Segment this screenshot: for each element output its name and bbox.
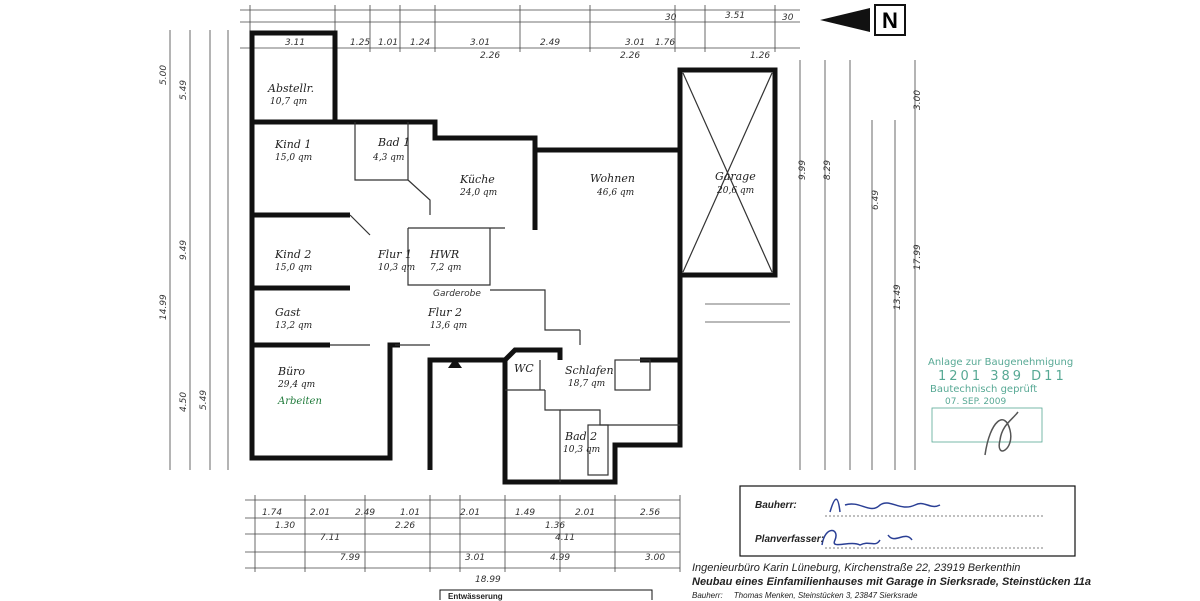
hwr-note: Garderobe bbox=[433, 289, 481, 299]
dim-bottom: 3.01 bbox=[465, 553, 485, 563]
dim-bottom: 2.01 bbox=[310, 508, 330, 518]
approval-stamp: Anlage zur Baugenehmigung 1201 389 D11 B… bbox=[928, 357, 1073, 443]
room-area: 24,0 qm bbox=[459, 188, 497, 198]
north-label: N bbox=[882, 8, 898, 33]
dim-bottom: 4.99 bbox=[550, 553, 570, 563]
dim-bottom: 7.11 bbox=[320, 533, 340, 543]
dimension-labels: 3.11 1.25 1.01 1.24 3.01 2.49 3.01 1.76 … bbox=[159, 11, 923, 585]
room-area: 10,3 qm bbox=[563, 445, 600, 455]
room-name: Küche bbox=[459, 173, 495, 186]
room-name: Gast bbox=[275, 306, 301, 319]
dim-top: 30 bbox=[782, 13, 794, 23]
dim-bottom: 1.30 bbox=[275, 521, 295, 531]
dim-top: 1.01 bbox=[378, 38, 398, 48]
office-line: Ingenieurbüro Karin Lüneburg, Kirchenstr… bbox=[692, 562, 1021, 574]
title-block-frame bbox=[439, 485, 1076, 600]
bauherr-label: Bauherr: bbox=[755, 500, 797, 511]
dim-left: 5.49 bbox=[179, 80, 189, 100]
dim-top: 3.11 bbox=[285, 38, 305, 48]
dim-top: 2.49 bbox=[540, 38, 560, 48]
dim-right: 17.99 bbox=[913, 244, 923, 270]
buero-note: Arbeiten bbox=[277, 396, 322, 407]
room-area: 4,3 qm bbox=[372, 153, 404, 163]
dim-bottom: 2.49 bbox=[355, 508, 375, 518]
dim-top: 2.26 bbox=[480, 51, 500, 61]
dim-left: 14.99 bbox=[159, 294, 169, 320]
dim-top: 1.26 bbox=[750, 51, 770, 61]
stamp-date: 07. SEP. 2009 bbox=[945, 397, 1006, 407]
room-name: Wohnen bbox=[590, 172, 635, 185]
room-area: 20,6 qm bbox=[716, 186, 754, 196]
dim-bottom: 3.00 bbox=[645, 553, 665, 563]
room-name: WC bbox=[514, 362, 534, 375]
project-title: Neubau eines Einfamilienhauses mit Garag… bbox=[692, 576, 1092, 588]
dim-top: 2.26 bbox=[620, 51, 640, 61]
entwaesserung-label: Entwässerung bbox=[448, 592, 503, 601]
room-name: Kind 1 bbox=[274, 138, 311, 151]
stamp-line1: Anlage zur Baugenehmigung bbox=[928, 357, 1073, 368]
room-labels: Abstellr. 10,7 qm Kind 1 15,0 qm Bad 1 4… bbox=[267, 82, 756, 455]
room-area: 13,2 qm bbox=[275, 321, 312, 331]
north-arrow-icon: N bbox=[820, 4, 906, 36]
dim-right: 13.49 bbox=[893, 284, 903, 310]
room-name: Garage bbox=[715, 170, 756, 183]
walls bbox=[249, 30, 778, 485]
room-name: Abstellr. bbox=[267, 82, 314, 95]
planverfasser-signature-icon bbox=[821, 529, 913, 546]
room-name: Bad 1 bbox=[377, 136, 410, 149]
dim-bottom: 7.99 bbox=[340, 553, 360, 563]
planverfasser-label: Planverfasser: bbox=[755, 534, 824, 545]
dim-top: 3.01 bbox=[470, 38, 490, 48]
room-name: Schlafen bbox=[565, 364, 614, 377]
room-name: Büro bbox=[277, 365, 305, 378]
room-name: Bad 2 bbox=[564, 430, 597, 443]
room-name: Kind 2 bbox=[274, 248, 311, 261]
bauherr-signature-icon bbox=[829, 498, 941, 513]
dim-left: 9.49 bbox=[179, 240, 189, 260]
room-area: 7,2 qm bbox=[430, 263, 461, 273]
dim-bottom: 1.74 bbox=[262, 508, 282, 518]
dim-bottom: 1.36 bbox=[545, 521, 565, 531]
dim-top: 3.01 bbox=[625, 38, 645, 48]
bauherr-line: Bauherr: Thomas Menken, Steinstücken 3, … bbox=[692, 591, 918, 600]
stamp-line3: Bautechnisch geprüft bbox=[930, 384, 1037, 395]
dim-top: 3.51 bbox=[725, 11, 745, 21]
dim-right: 3.00 bbox=[913, 90, 923, 110]
entry-arrow-icon bbox=[448, 358, 462, 368]
dim-bottom: 4.11 bbox=[555, 533, 575, 543]
dim-right: 8.29 bbox=[823, 160, 833, 180]
dim-bottom: 2.56 bbox=[640, 508, 660, 518]
room-area: 29,4 qm bbox=[277, 380, 315, 390]
room-area: 10,3 qm bbox=[378, 263, 415, 273]
dim-top: 1.24 bbox=[410, 38, 430, 48]
dim-left: 4.50 bbox=[179, 392, 189, 412]
dim-bottom: 1.01 bbox=[400, 508, 420, 518]
room-area: 18,7 qm bbox=[568, 379, 605, 389]
stamp-line2: 1201 389 D11 bbox=[938, 369, 1067, 384]
dim-bottom: 2.01 bbox=[575, 508, 595, 518]
dim-right: 6.49 bbox=[871, 190, 881, 210]
dim-bottom: 2.26 bbox=[395, 521, 415, 531]
dim-total: 18.99 bbox=[475, 575, 501, 585]
dim-bottom: 1.49 bbox=[515, 508, 535, 518]
dim-left: 5.49 bbox=[199, 390, 209, 410]
room-area: 13,6 qm bbox=[430, 321, 467, 331]
room-area: 15,0 qm bbox=[275, 153, 312, 163]
room-area: 15,0 qm bbox=[275, 263, 312, 273]
dim-bottom: 2.01 bbox=[460, 508, 480, 518]
dim-top: 1.25 bbox=[350, 38, 370, 48]
dim-right: 9.99 bbox=[798, 160, 808, 180]
room-name: HWR bbox=[429, 248, 459, 261]
room-area: 46,6 qm bbox=[596, 188, 634, 198]
stamp-signature-icon bbox=[984, 411, 1019, 456]
dimension-lines bbox=[169, 5, 916, 572]
room-area: 10,7 qm bbox=[270, 97, 307, 107]
room-name: Flur 2 bbox=[427, 306, 462, 319]
dim-top: 1.76 bbox=[655, 38, 675, 48]
room-name: Flur 1 bbox=[377, 248, 412, 261]
dim-top: 30 bbox=[665, 13, 677, 23]
dim-left: 5.00 bbox=[159, 65, 169, 85]
